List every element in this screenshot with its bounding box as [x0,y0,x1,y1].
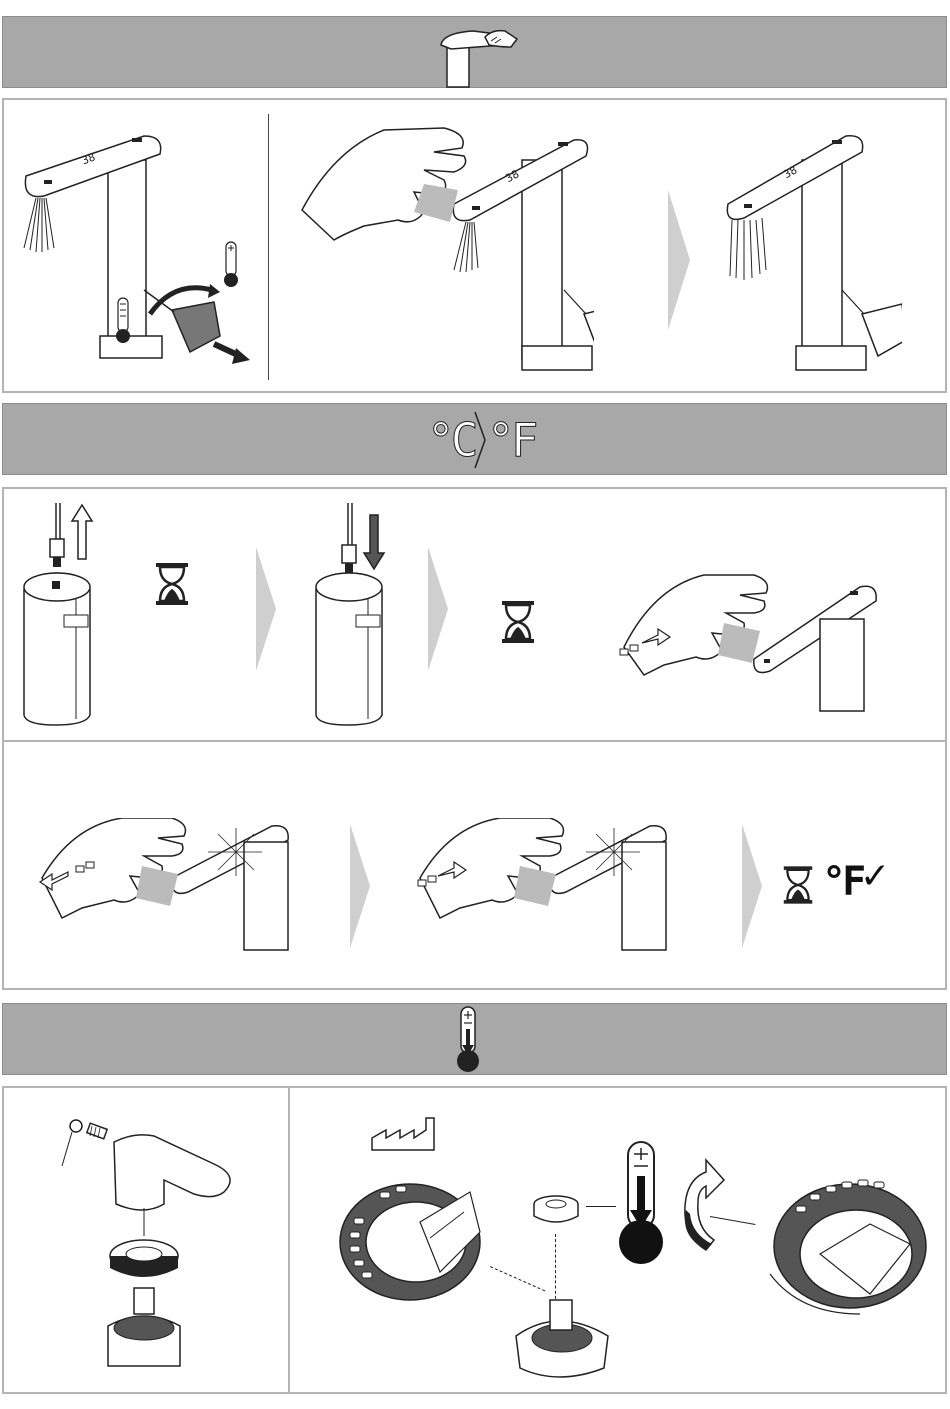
unit-divider-arrow [473,410,487,470]
panel-divider [268,114,269,380]
fahrenheit-label: °F [487,410,534,470]
section-header-unit: °C °F [2,403,947,475]
unit-switch-panel-top [2,487,947,742]
battery-plugin-illustration [308,499,418,739]
touch-operation-panel: 38 38 [2,98,947,393]
celsius-label: °C [427,410,474,470]
section-header-touch [2,16,947,88]
temperature-limit-panel [2,1086,947,1394]
hourglass-icon [782,862,814,908]
faucet-running-illustration: 38 [722,100,902,391]
step-arrow [350,824,372,948]
cartridge-ring-left-illustration [330,1162,490,1322]
hand-slide-right-illustration [410,818,690,958]
factory-icon [370,1116,440,1152]
leader-line [555,1234,557,1304]
cartridge-ring-right-illustration [760,1154,930,1324]
section-header-temperature-limit [2,1003,947,1075]
leader-line [586,1206,616,1207]
rotate-arrow-icon [676,1154,726,1254]
thermometer-down-icon [453,1005,483,1075]
thermometer-down-large-icon [616,1140,666,1266]
result-unit-label: °F [822,854,862,910]
step-arrow [256,547,278,671]
check-icon: ✓ [860,852,890,902]
cartridge-center-illustration [508,1296,618,1386]
step-arrow [428,547,450,671]
unit-switch-icon: °C °F [427,410,537,470]
hourglass-icon [500,599,536,645]
battery-unplug-illustration [16,499,126,739]
hand-slide-left-illustration [32,818,312,958]
handle-disassembly-illustration [44,1096,304,1386]
unit-switch-panel-bottom: °F ✓ [2,740,947,990]
leader-line [490,1266,546,1292]
hand-touch-slide-illustration [614,567,904,727]
hand-touch-faucet-illustration: 38 [294,100,594,391]
step-arrow [742,824,764,948]
faucet-touch-icon [433,17,533,89]
nut-illustration [526,1192,586,1232]
hourglass-icon [154,561,190,607]
step-arrow [668,190,692,330]
faucet-lever-illustration: 38 [4,100,266,391]
